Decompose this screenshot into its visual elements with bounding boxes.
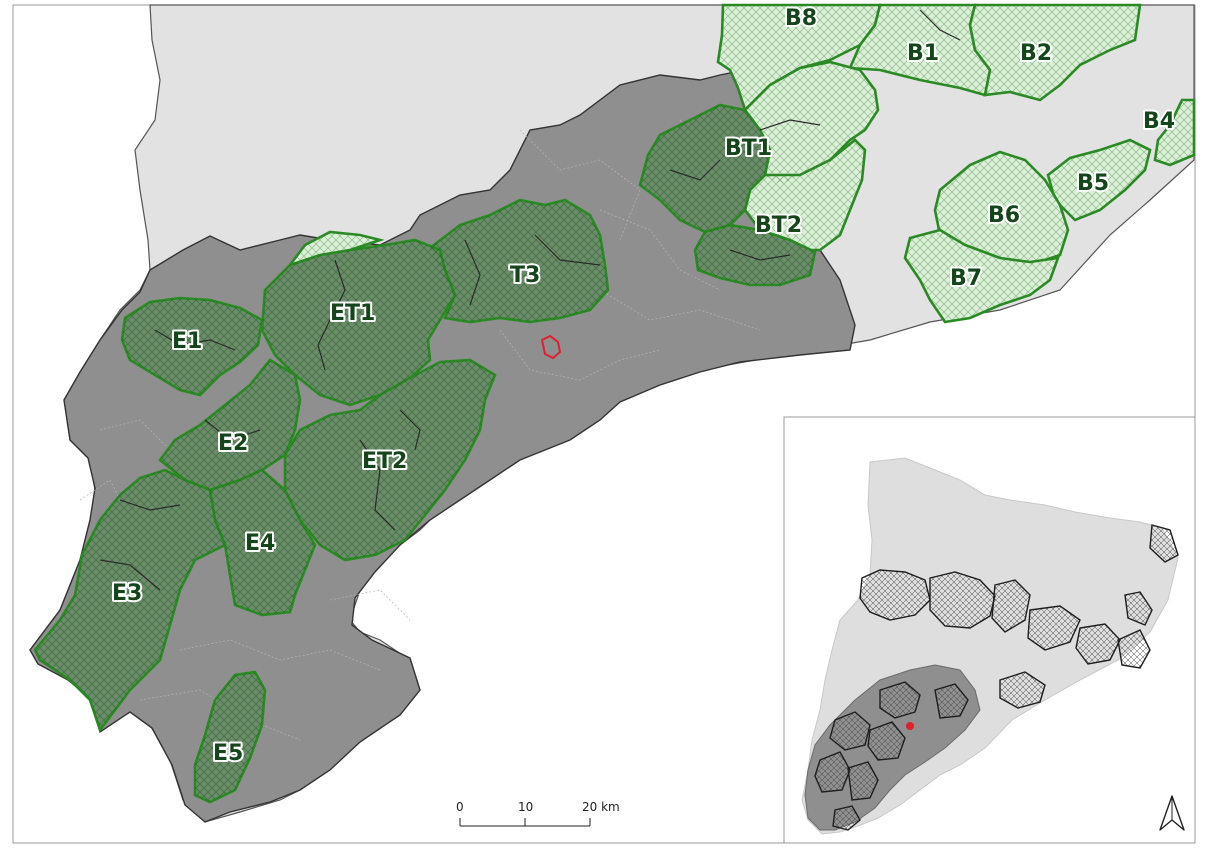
label-B7: B7 (950, 266, 982, 291)
scale-bar: 0 10 20 km (456, 800, 620, 827)
scale-label-10: 10 (518, 800, 533, 814)
label-B2: B2 (1020, 41, 1052, 66)
inset-highlight-dot (906, 722, 914, 730)
label-E5: E5 (213, 741, 243, 766)
scale-label-20: 20 km (582, 800, 620, 814)
label-E4: E4 (245, 531, 275, 556)
sub-boundaries (99, 9, 961, 591)
label-ET2: ET2 (362, 449, 407, 474)
label-E3: E3 (112, 581, 142, 606)
zone-labels: B8 B1 B2 B4 BT1 B5 B6 BT2 B7 T3 ET1 E1 E… (110, 4, 1177, 768)
label-B8: B8 (785, 6, 817, 31)
label-BT2: BT2 (755, 213, 802, 238)
inset-map (783, 416, 1196, 844)
label-E1: E1 (172, 329, 202, 354)
highlight-area[interactable] (540, 334, 562, 360)
label-B1: B1 (907, 41, 939, 66)
b-zone-hatch (290, 5, 1194, 322)
scale-label-0: 0 (456, 800, 464, 814)
label-B4: B4 (1143, 109, 1175, 134)
inset-zones (814, 524, 1179, 831)
label-T3: T3 (510, 263, 540, 288)
label-E2: E2 (218, 431, 248, 456)
label-ET1: ET1 (330, 301, 375, 326)
label-B5: B5 (1077, 171, 1109, 196)
label-BT1: BT1 (725, 136, 772, 161)
label-B6: B6 (988, 203, 1020, 228)
north-arrow-icon (1159, 795, 1185, 831)
e-zone-hatch (35, 105, 815, 802)
